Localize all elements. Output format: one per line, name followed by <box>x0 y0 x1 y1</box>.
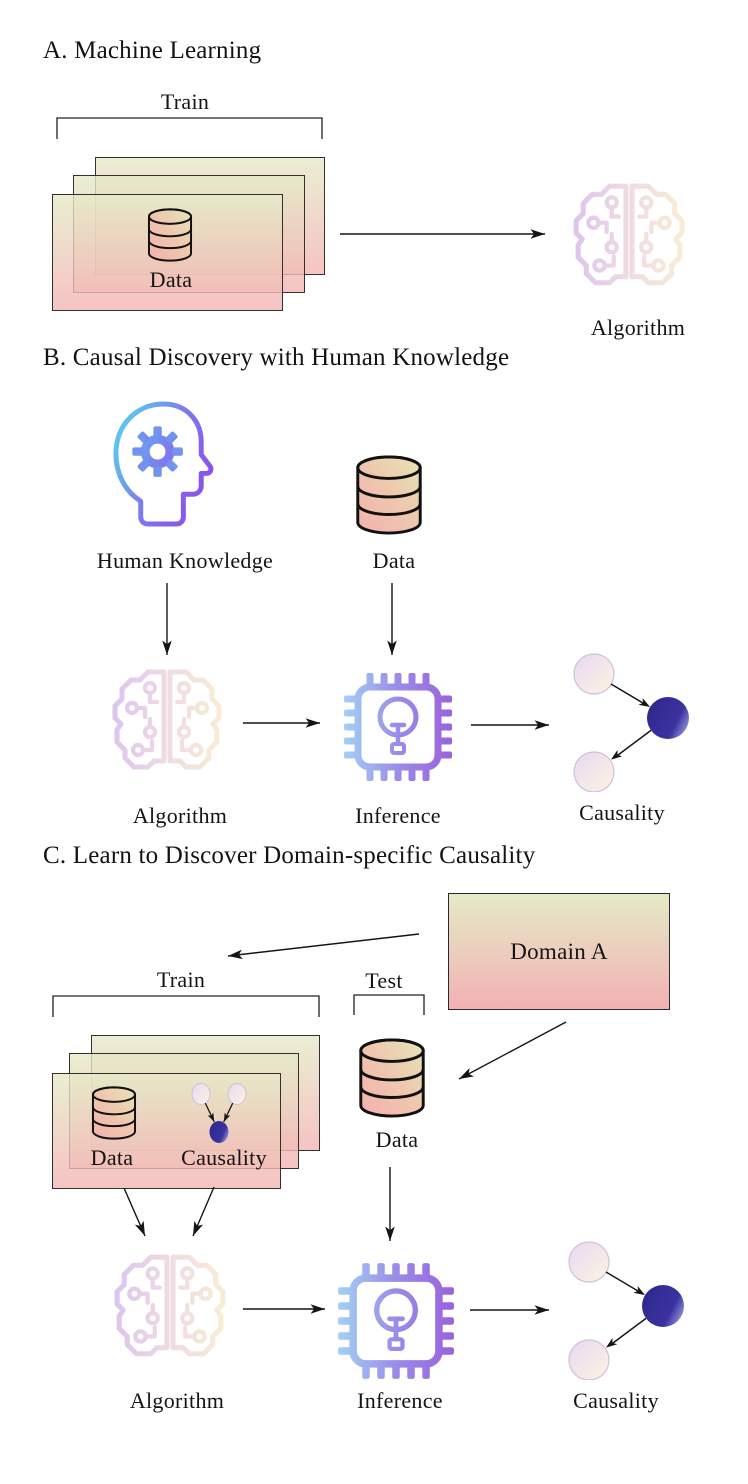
causal-graph-icon <box>573 653 690 792</box>
panel-b-title: B. Causal Discovery with Human Knowledge <box>43 344 510 371</box>
panel-c-causality-label: Causality <box>573 1388 659 1413</box>
panel-c-title: C. Learn to Discover Domain-specific Cau… <box>43 842 536 869</box>
head-gear-icon <box>108 398 227 529</box>
panel-c-train-causality-label: Causality <box>181 1145 267 1170</box>
database-icon <box>356 455 422 535</box>
mini-causal-graph-icon <box>191 1083 247 1143</box>
brain-circuit-icon <box>107 662 227 782</box>
domain-a-box: Domain A <box>448 893 670 1010</box>
mini-causal-arrow <box>223 1102 234 1123</box>
panel-c-test-label: Test <box>365 968 403 993</box>
panel-c-train-data-label: Data <box>90 1145 134 1170</box>
mini-light-node <box>227 1083 247 1105</box>
panel-b-human-knowledge-label: Human Knowledge <box>96 548 274 573</box>
panel-b-causality-label: Causality <box>579 800 665 825</box>
mini-causal-arrow <box>204 1102 215 1123</box>
causal-graph-icon <box>568 1241 685 1380</box>
chip-lightbulb-icon <box>343 672 453 782</box>
panel-b-data-label: Data <box>372 548 416 573</box>
panel-b-inference-label: Inference <box>355 803 441 828</box>
mini-light-node <box>191 1083 211 1105</box>
panel-b-algorithm-label: Algorithm <box>132 803 228 828</box>
database-icon <box>147 208 193 262</box>
arrow-c-traindata-to-algorithm <box>123 1187 146 1237</box>
brain-circuit-icon <box>568 176 690 298</box>
brain-circuit-icon <box>109 1247 231 1369</box>
arrow-c-domain-to-test <box>458 1021 567 1080</box>
panel-a-data-label: Data <box>149 267 193 292</box>
panel-c-inference-label: Inference <box>357 1388 443 1413</box>
panel-c-train-label: Train <box>156 967 206 992</box>
panel-a-title: A. Machine Learning <box>43 37 262 64</box>
database-icon <box>359 1038 425 1118</box>
panel-a-algorithm-label: Algorithm <box>590 315 686 340</box>
chip-lightbulb-icon <box>337 1262 455 1380</box>
train-bracket-c <box>52 995 320 1017</box>
mini-dark-node <box>209 1121 229 1143</box>
test-bracket-c <box>353 994 425 1015</box>
database-icon <box>91 1086 137 1140</box>
domain-a-label: Domain A <box>510 938 608 964</box>
arrow-c-traincausality-to-algorithm <box>192 1186 215 1237</box>
panel-c-test-data-label: Data <box>375 1127 419 1152</box>
panel-c-algorithm-label: Algorithm <box>129 1388 225 1413</box>
train-bracket-a <box>56 117 323 139</box>
arrow-c-domain-to-train <box>227 933 420 960</box>
panel-a-train-label: Train <box>160 89 210 114</box>
